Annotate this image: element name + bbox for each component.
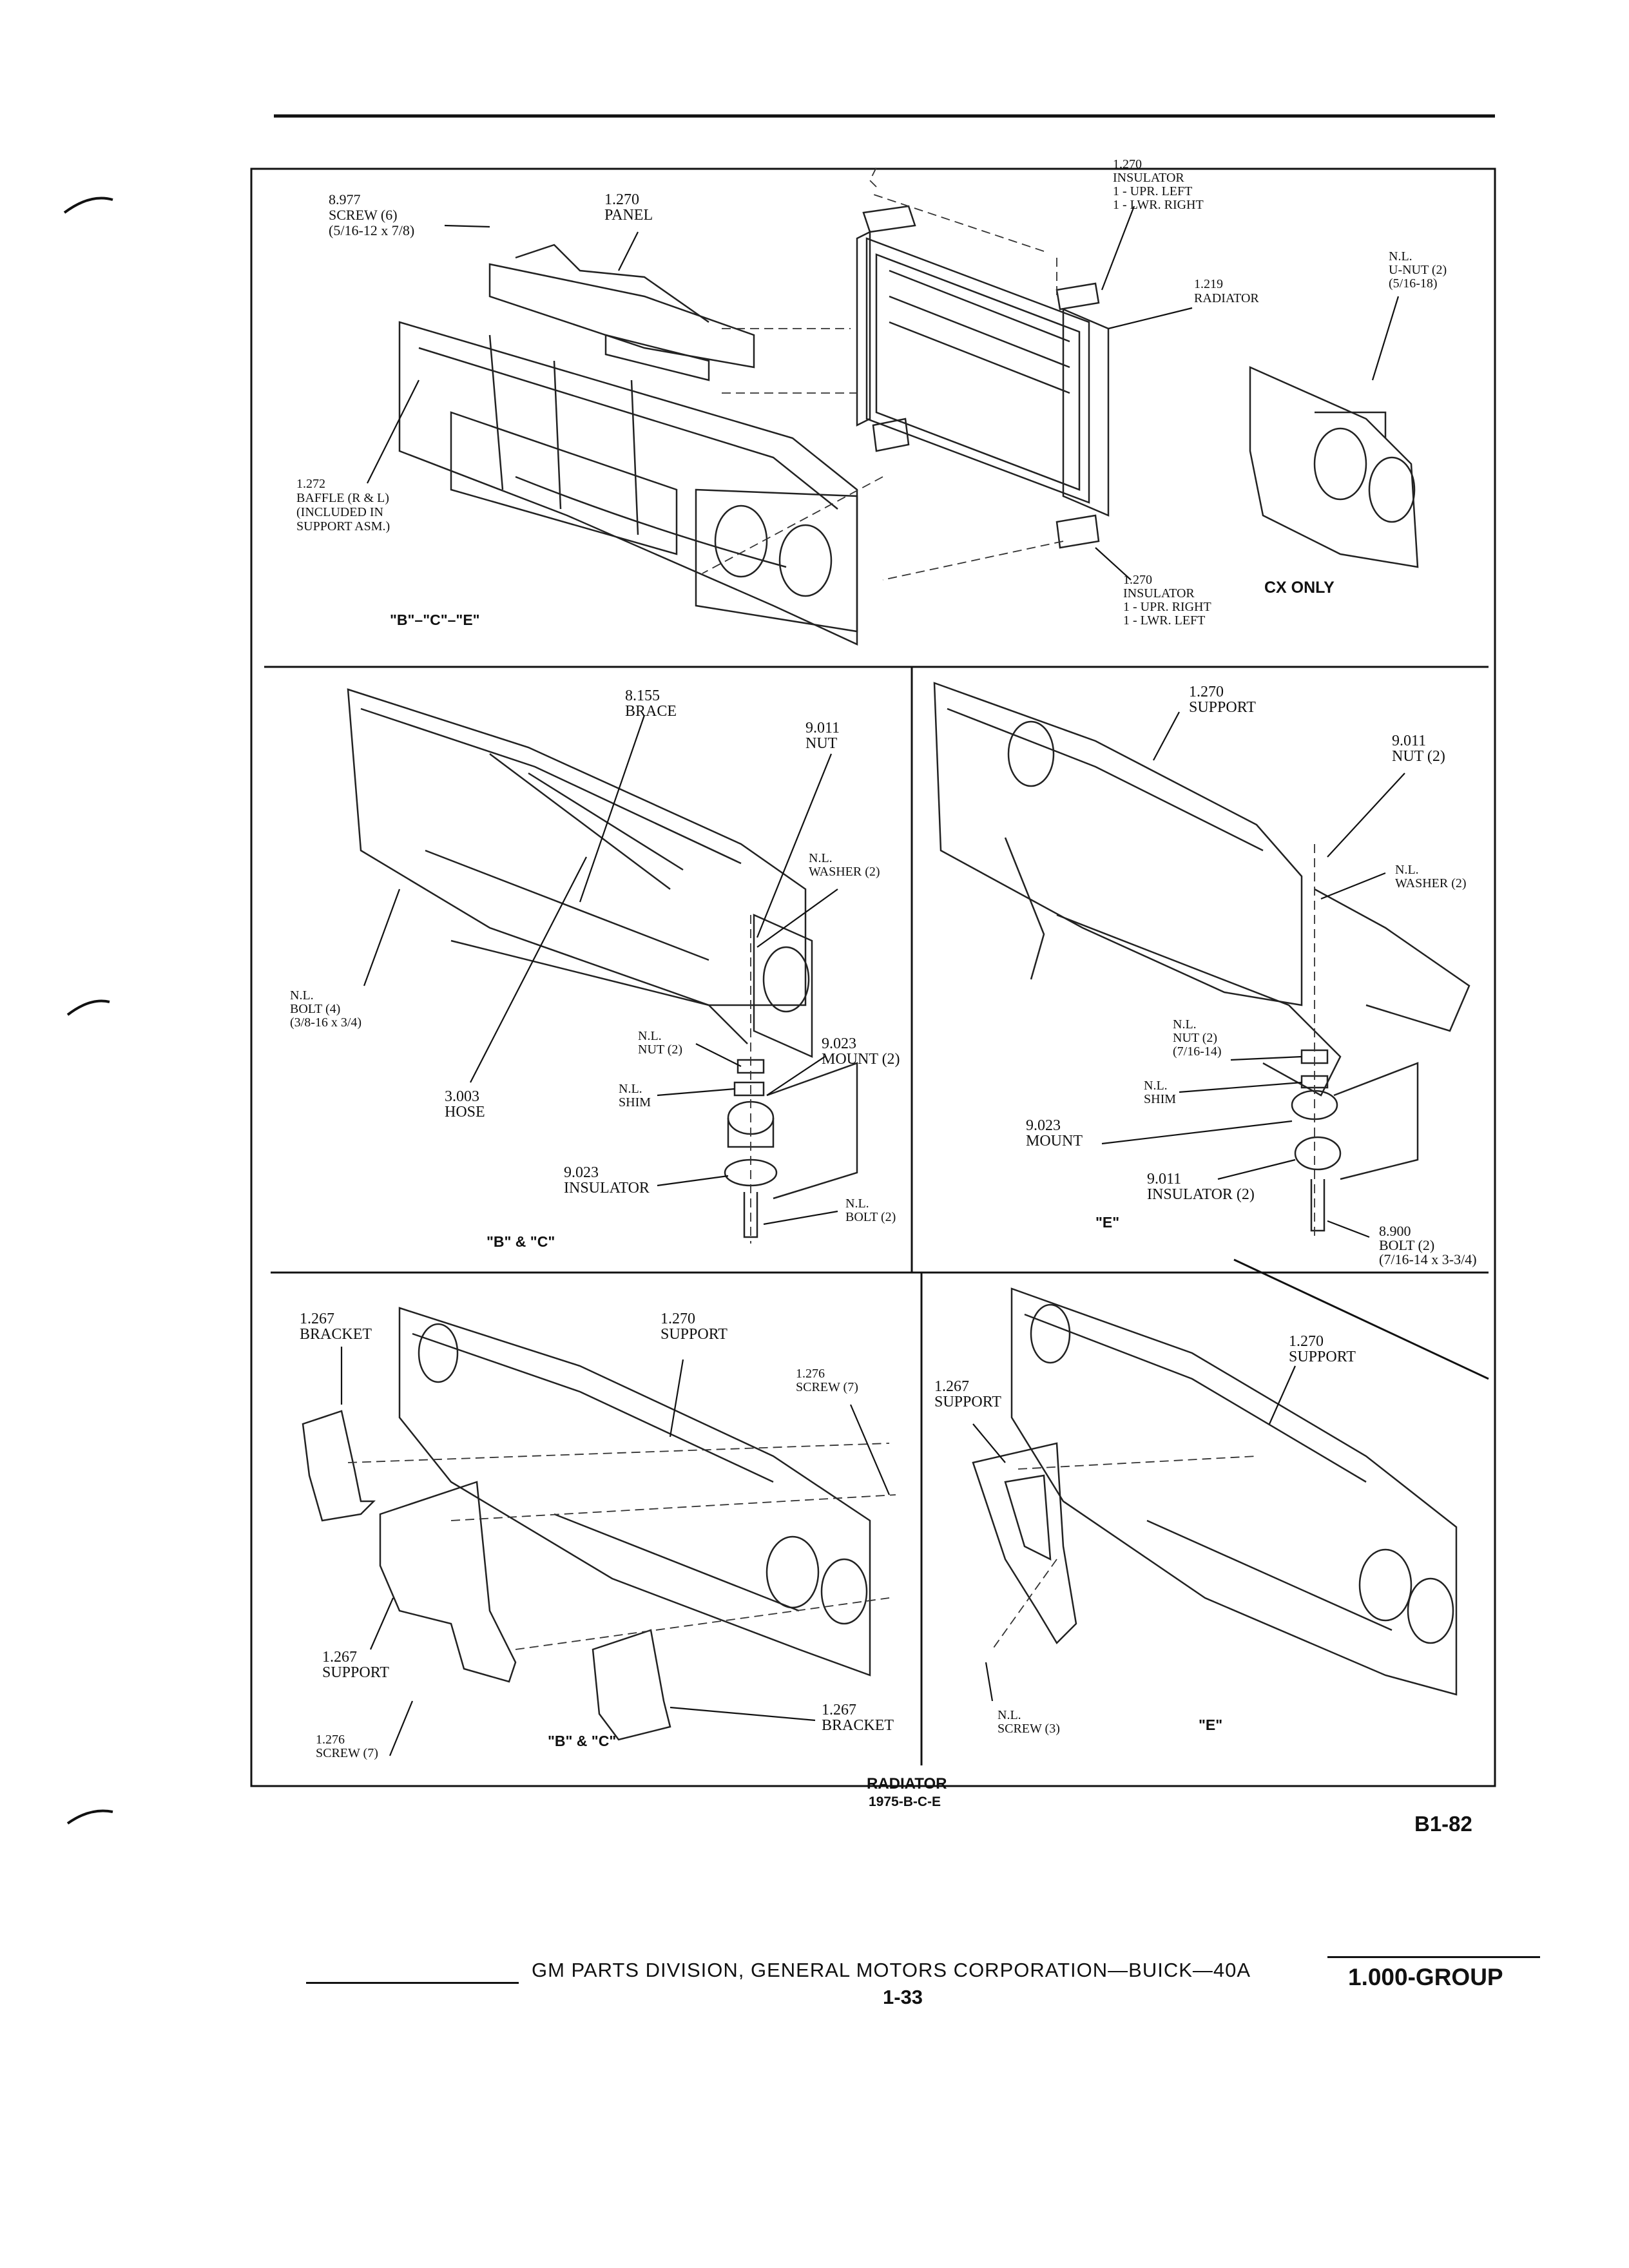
label-support2-bot-left: 1.267 SUPPORT: [322, 1649, 389, 1681]
label-shim-mid-right: N.L. SHIM: [1144, 1079, 1177, 1106]
figure-code: B1-82: [1414, 1812, 1472, 1836]
label-nut-mid-right: 9.011 NUT (2): [1392, 733, 1445, 765]
label-screw-8977: 8.977 SCREW (6) (5/16-12 x 7/8): [329, 191, 415, 238]
label-insulator-mid-right: 9.011 INSULATOR (2): [1147, 1171, 1255, 1203]
caption-top-bce: "B"–"C"–"E": [390, 611, 480, 628]
support-bot-right: [1010, 1287, 1458, 1696]
label-support2-bot-right: 1.267 SUPPORT: [934, 1378, 1001, 1410]
footer-rule-left: [306, 1982, 519, 1984]
cx-support-detail: [1249, 366, 1419, 568]
label-bracket-1267: 1.267 BRACKET: [300, 1311, 372, 1343]
label-support-bot-right: 1.270 SUPPORT: [1289, 1333, 1356, 1365]
caption-mid-right-e: "E": [1095, 1214, 1120, 1231]
support-bot-left: [398, 1307, 871, 1677]
label-insulator-upper: 1.270 INSULATOR 1 - UPR. LEFT 1 - LWR. R…: [1113, 157, 1204, 212]
divider-diag: [1233, 1258, 1489, 1380]
caption-cx-only: CX ONLY: [1264, 579, 1335, 597]
support-mid-left: [347, 688, 813, 1058]
label-insulator-lower: 1.270 INSULATOR 1 - UPR. RIGHT 1 - LWR. …: [1123, 573, 1211, 628]
page-number: 1-33: [883, 1986, 923, 2008]
label-baffle-1272: 1.272 BAFFLE (R & L) (INCLUDED IN SUPPOR…: [296, 477, 390, 533]
label-brace-8155: 8.155 BRACE: [625, 687, 677, 720]
label-bolt2-mid-left: N.L. BOLT (2): [845, 1196, 896, 1224]
footer-text: GM PARTS DIVISION, GENERAL MOTORS CORPOR…: [532, 1959, 1251, 1981]
caption-mid-left-bc: "B" & "C": [487, 1233, 555, 1250]
label-bracket2-bot-left: 1.267 BRACKET: [822, 1702, 894, 1734]
insulators-top: [862, 205, 1100, 549]
outer-frame: [250, 168, 1496, 1787]
figure-title: RADIATOR: [867, 1775, 947, 1792]
label-screw-1276: 1.276 SCREW (7): [796, 1367, 858, 1394]
label-radiator-1219: 1.219 RADIATOR: [1194, 277, 1259, 305]
label-nut-9011: 9.011 NUT: [805, 720, 840, 752]
caption-bot-left-bc: "B" & "C": [548, 1733, 617, 1749]
group-label: 1.000-GROUP: [1348, 1964, 1503, 1990]
label-shim-mid-left: N.L. SHIM: [619, 1082, 651, 1110]
label-bolt-8900: 8.900 BOLT (2) (7/16-14 x 3-3/4): [1379, 1223, 1477, 1267]
radiator-support-assembly: [398, 321, 858, 646]
figure-subtitle: 1975-B-C-E: [869, 1794, 941, 1809]
label-hose-3003: 3.003 HOSE: [445, 1088, 485, 1120]
label-washer-mid-left: N.L. WASHER (2): [809, 851, 880, 879]
footer-rule-right: [1327, 1956, 1540, 1958]
label-panel-1270: 1.270 PANEL: [604, 191, 653, 224]
upper-panel: [488, 244, 755, 381]
label-unut: N.L. U-NUT (2) (5/16-18): [1389, 249, 1447, 291]
label-mount-mid-right: 9.023 MOUNT: [1026, 1117, 1083, 1149]
brackets-bot-left: [302, 1410, 671, 1741]
label-screw-bot-right: N.L. SCREW (3): [998, 1708, 1060, 1736]
label-support-bot-left: 1.270 SUPPORT: [660, 1311, 728, 1343]
label-insulator-9023: 9.023 INSULATOR: [564, 1164, 650, 1196]
label-nut2-mid-left: N.L. NUT (2): [638, 1029, 683, 1057]
support-bracket-bot-right: [972, 1442, 1077, 1645]
label-washer-mid-right: N.L. WASHER (2): [1395, 863, 1467, 890]
radiator-core: [856, 230, 1110, 517]
label-bolt-mid-left: N.L. BOLT (4) (3/8-16 x 3/4): [290, 988, 362, 1030]
label-support-mid-right: 1.270 SUPPORT: [1189, 684, 1256, 716]
caption-bot-right-e: "E": [1199, 1716, 1223, 1733]
label-mount-9023: 9.023 MOUNT (2): [822, 1035, 900, 1068]
label-nut2-mid-right: N.L. NUT (2) (7/16-14): [1173, 1017, 1222, 1059]
label-screw2-bot-left: 1.276 SCREW (7): [316, 1733, 378, 1760]
